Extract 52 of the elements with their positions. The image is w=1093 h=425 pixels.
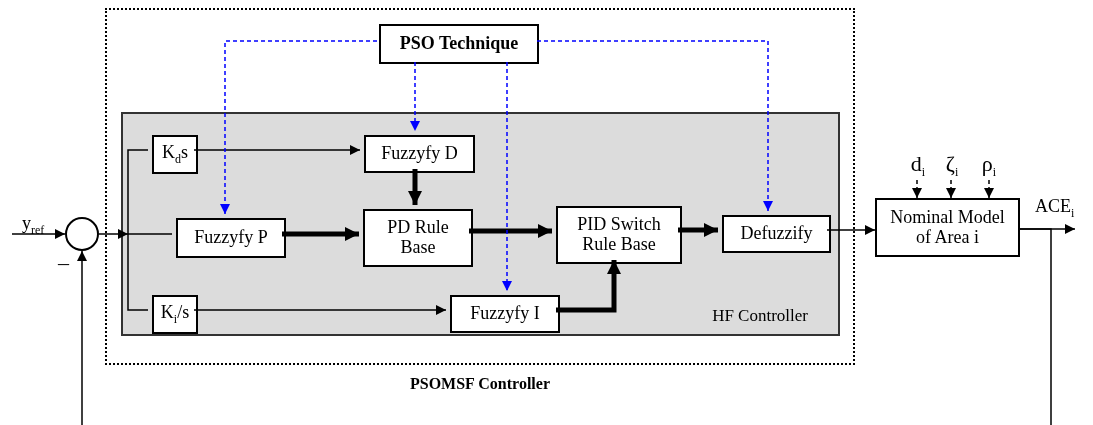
block [152,135,198,174]
block-label: Fuzzyfy P [194,228,268,248]
arrow [556,260,621,313]
arrow [469,224,552,238]
arrow [77,250,87,425]
block-label: K$_{i}$/s [160,303,190,326]
arrow [193,305,447,315]
dashed-arrow [912,179,922,199]
block-label: ζ$_{i}$ [945,152,959,180]
block-label: PSO Technique [399,34,519,54]
block-label: Nominal Model of Area i [889,207,1006,248]
block [364,135,475,173]
block [152,295,198,334]
block [556,206,682,264]
edge-label: ACE$_{i}$ [1035,196,1075,221]
signal-line [127,233,173,235]
block [379,24,539,64]
block [875,198,1020,257]
block [450,295,560,333]
block [176,218,286,258]
arrow [826,225,876,235]
signal-line [1019,228,1052,425]
arrow [408,169,422,205]
signal-line [127,149,149,235]
arrow [193,145,361,155]
dashed-arrow [946,179,956,199]
controller-panel [121,112,840,336]
summing-junction [65,217,99,251]
block-label: Fuzzyfy I [470,304,540,324]
block [722,215,831,253]
dashed-arrow [220,40,378,215]
block-label: K$_{d}$s [162,143,188,166]
arrow [98,229,129,239]
arrow [282,227,359,241]
block [363,209,473,267]
dashed-arrow [410,61,420,132]
block-label: PD Rule Base [386,218,450,258]
arrow [11,229,66,239]
block-label: ρ$_{i}$ [981,152,997,180]
block-label: Defuzzify [740,224,813,244]
controller-title: PSOMSF Controller [409,375,551,393]
dashed-arrow [502,61,512,292]
dashed-arrow [984,179,994,199]
signal-line [127,233,149,311]
block-label: Fuzzyfy D [381,144,458,164]
block-label: d$_{i}$ [910,152,926,180]
panel-title: HF Controller [712,307,808,326]
minus-sign: – [58,250,69,276]
signal-label: y$_{ref}$ [22,213,45,238]
arrow [678,223,718,237]
dashed-arrow [536,40,773,212]
block-label: PID Switch Rule Base [576,215,662,255]
